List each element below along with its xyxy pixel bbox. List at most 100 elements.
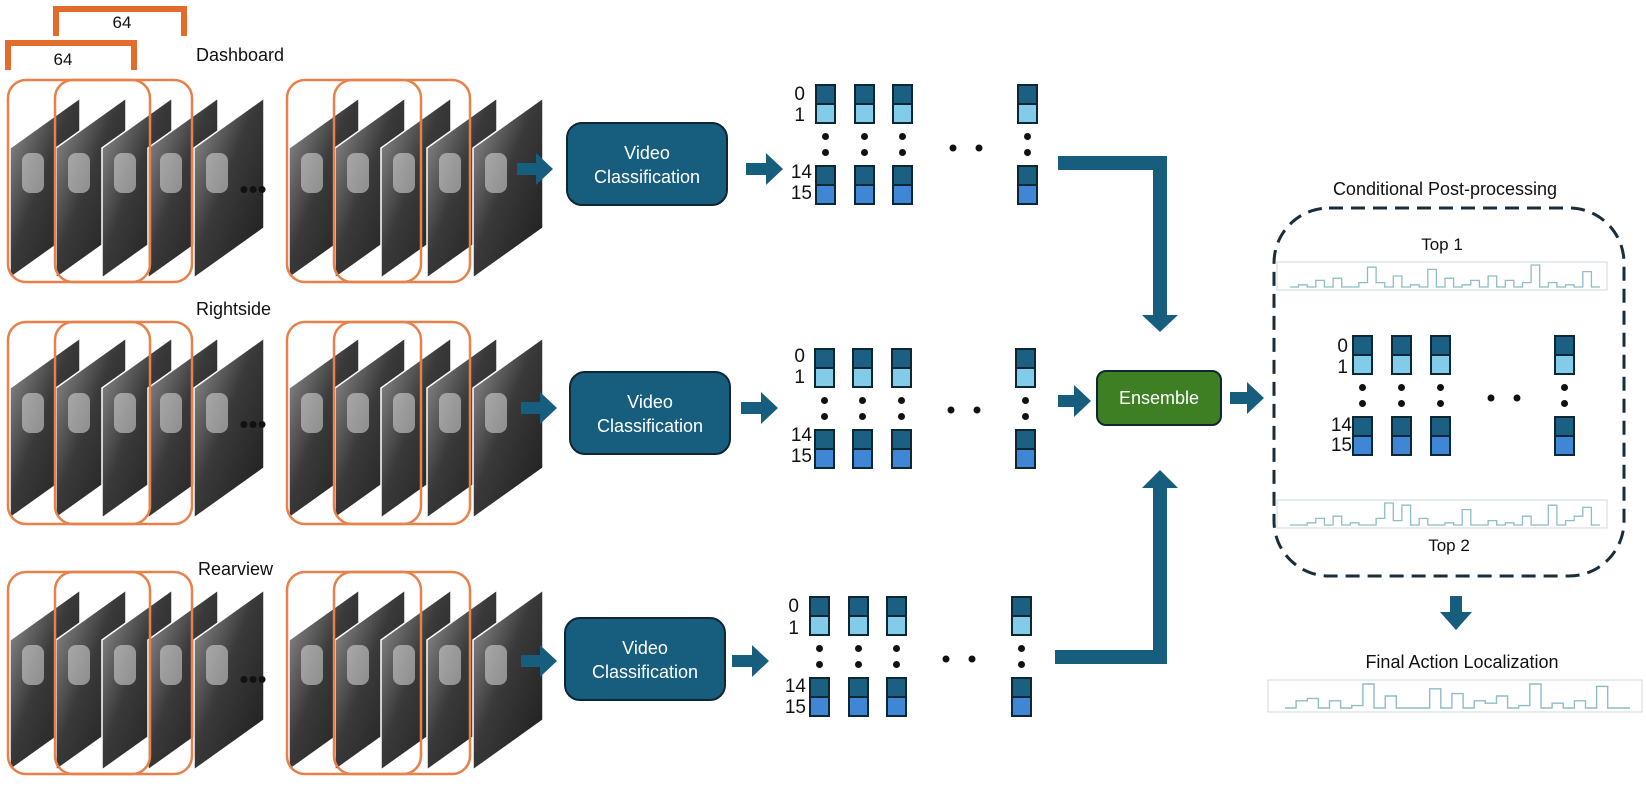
- class-label-1: 1: [794, 105, 805, 126]
- final-localization-label: Final Action Localization: [1365, 652, 1558, 672]
- frame-window-outline: [53, 570, 194, 776]
- frame-highlight: [347, 153, 369, 193]
- score-cell: [848, 677, 869, 698]
- class-labels-rightside: 0 1 14 15: [791, 346, 813, 467]
- classifier-label-line2: Classification: [597, 416, 703, 436]
- frame-highlight: [439, 153, 461, 193]
- top2-label: Top 2: [1428, 536, 1470, 555]
- score-cell: [1391, 435, 1412, 456]
- frame-highlight: [485, 393, 507, 433]
- column-ellipsis-dot: [947, 406, 955, 414]
- score-arrows: [732, 153, 783, 677]
- score-cell: [1391, 416, 1412, 437]
- row-ellipsis-dot: [1437, 384, 1444, 391]
- score-cell: [809, 615, 830, 636]
- score-cell: [1017, 84, 1038, 105]
- score-cell: [852, 429, 873, 450]
- frame-highlight: [22, 645, 44, 685]
- connector-from-dashboard: [1058, 156, 1178, 332]
- score-cell: [1554, 335, 1575, 356]
- frame-highlight: [160, 393, 182, 433]
- score-cell: [1352, 335, 1373, 356]
- class-label-1: 1: [1337, 357, 1348, 378]
- score-cell: [886, 615, 907, 636]
- score-cell: [1430, 354, 1451, 375]
- frames-ellipsis-rearview: •••: [239, 664, 266, 694]
- frame-highlight: [393, 645, 415, 685]
- frame-highlight: [393, 393, 415, 433]
- score-cell: [892, 103, 913, 124]
- class-label-1: 1: [794, 367, 805, 388]
- frame-stack: [6, 320, 544, 526]
- video-frame: [193, 336, 265, 520]
- frames-ellipsis-dashboard: •••: [239, 174, 266, 204]
- score-cell: [886, 696, 907, 717]
- score-cell: [1554, 435, 1575, 456]
- row-ellipsis-dot: [855, 661, 862, 668]
- top1-plot-line: [1290, 264, 1600, 288]
- final-localization-plot: [1267, 679, 1643, 713]
- row-ellipsis-dot: [1024, 149, 1031, 156]
- frame-highlight: [439, 393, 461, 433]
- column-ellipsis-dot: [1513, 394, 1521, 402]
- frame-window-outline: [332, 320, 472, 526]
- row-ellipsis-dot: [893, 661, 900, 668]
- score-cell: [1017, 165, 1038, 186]
- row-ellipsis-dot: [859, 397, 866, 404]
- score-cell: [1011, 696, 1032, 717]
- class-labels-post: 0 1 14 15: [1331, 336, 1353, 456]
- class-label-15: 15: [791, 183, 812, 204]
- row-ellipsis-dot: [893, 645, 900, 652]
- score-cell: [1430, 416, 1451, 437]
- row-ellipsis-dot: [816, 661, 823, 668]
- connector-from-rearview: [1055, 470, 1178, 664]
- frame-highlight: [206, 153, 228, 193]
- arrow-down-icon: [1440, 596, 1472, 630]
- score-cell: [886, 596, 907, 617]
- class-label-0: 0: [794, 84, 805, 105]
- frame-window-outline: [53, 78, 194, 284]
- arrow-right-icon: [521, 645, 557, 677]
- class-label-15: 15: [1331, 435, 1352, 456]
- score-cell: [854, 165, 875, 186]
- frame-highlight: [301, 393, 323, 433]
- arrow-right-icon: [746, 153, 783, 185]
- row-ellipsis-dot: [1437, 400, 1444, 407]
- classifier-label-line2: Classification: [594, 167, 700, 187]
- row-ellipsis-dot: [898, 413, 905, 420]
- input-arrows: [517, 153, 557, 677]
- score-cell: [815, 184, 836, 205]
- score-cell: [854, 103, 875, 124]
- score-cell: [1352, 416, 1373, 437]
- video-classification-dashboard: Video Classification: [566, 122, 728, 206]
- score-cell: [1015, 448, 1036, 469]
- column-ellipsis-dot: [949, 144, 957, 152]
- score-cell: [1015, 429, 1036, 450]
- score-cell: [1554, 416, 1575, 437]
- score-cell: [892, 165, 913, 186]
- class-label-0: 0: [794, 346, 805, 367]
- class-label-15: 15: [785, 697, 806, 718]
- score-cell: [815, 165, 836, 186]
- video-frame: [472, 96, 544, 280]
- frame-highlight: [160, 645, 182, 685]
- video-frame: [472, 588, 544, 772]
- window-size-brackets: 64 64: [5, 6, 187, 70]
- class-label-15: 15: [791, 446, 812, 467]
- column-ellipsis-dot: [968, 655, 976, 663]
- class-label-1: 1: [788, 618, 799, 639]
- class-score-grids: [809, 84, 1575, 717]
- bracket-back: [53, 6, 187, 36]
- bracket-front: [5, 40, 137, 70]
- score-cell: [891, 448, 912, 469]
- row-ellipsis-dot: [1018, 661, 1025, 668]
- frame-window-outline: [53, 320, 194, 526]
- score-cell: [809, 596, 830, 617]
- frame-highlight: [68, 393, 90, 433]
- row-ellipsis-dot: [1359, 400, 1366, 407]
- final-plot-line: [1285, 683, 1630, 709]
- score-cell: [852, 348, 873, 369]
- score-cell: [814, 448, 835, 469]
- frame-highlight: [301, 645, 323, 685]
- row-ellipsis-dot: [821, 397, 828, 404]
